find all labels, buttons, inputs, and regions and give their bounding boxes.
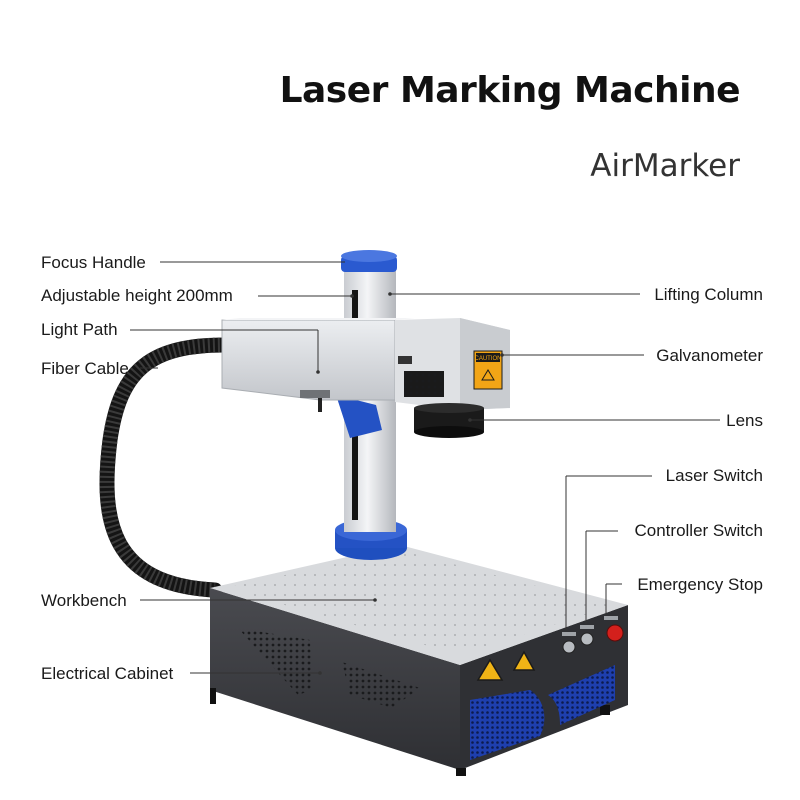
label-lifting-column: Lifting Column (654, 285, 763, 304)
front-panel (470, 616, 624, 760)
warning-icon (512, 650, 536, 671)
label-workbench: Workbench (41, 591, 127, 610)
workbench (210, 545, 628, 665)
laser-switch-knob (562, 640, 576, 654)
label-light-path: Light Path (41, 320, 118, 339)
label-galvanometer: Galvanometer (656, 346, 763, 365)
label-fiber-cable: Fiber Cable (41, 359, 129, 378)
fiber-cable (99, 337, 233, 598)
label-focus-handle: Focus Handle (41, 253, 146, 272)
label-emergency-stop: Emergency Stop (637, 575, 763, 594)
label-controller-switch: Controller Switch (634, 521, 764, 540)
label-electrical-cabinet: Electrical Cabinet (41, 664, 174, 683)
warning-icon (476, 658, 504, 681)
controller-switch-knob (580, 632, 594, 646)
emergency-stop-button (606, 624, 624, 642)
diagram-subtitle: AirMarker (590, 148, 740, 184)
label-lens: Lens (726, 411, 763, 430)
leader-dots (316, 292, 504, 675)
galvanometer: CAUTION (395, 318, 510, 410)
caution-label-text: CAUTION (475, 356, 502, 362)
light-path-arm (221, 318, 415, 438)
diagram-title: Laser Marking Machine (279, 70, 741, 111)
label-laser-switch: Laser Switch (665, 466, 763, 485)
label-adjustable-height: Adjustable height 200mm (41, 286, 233, 305)
leader-lines (130, 261, 720, 674)
